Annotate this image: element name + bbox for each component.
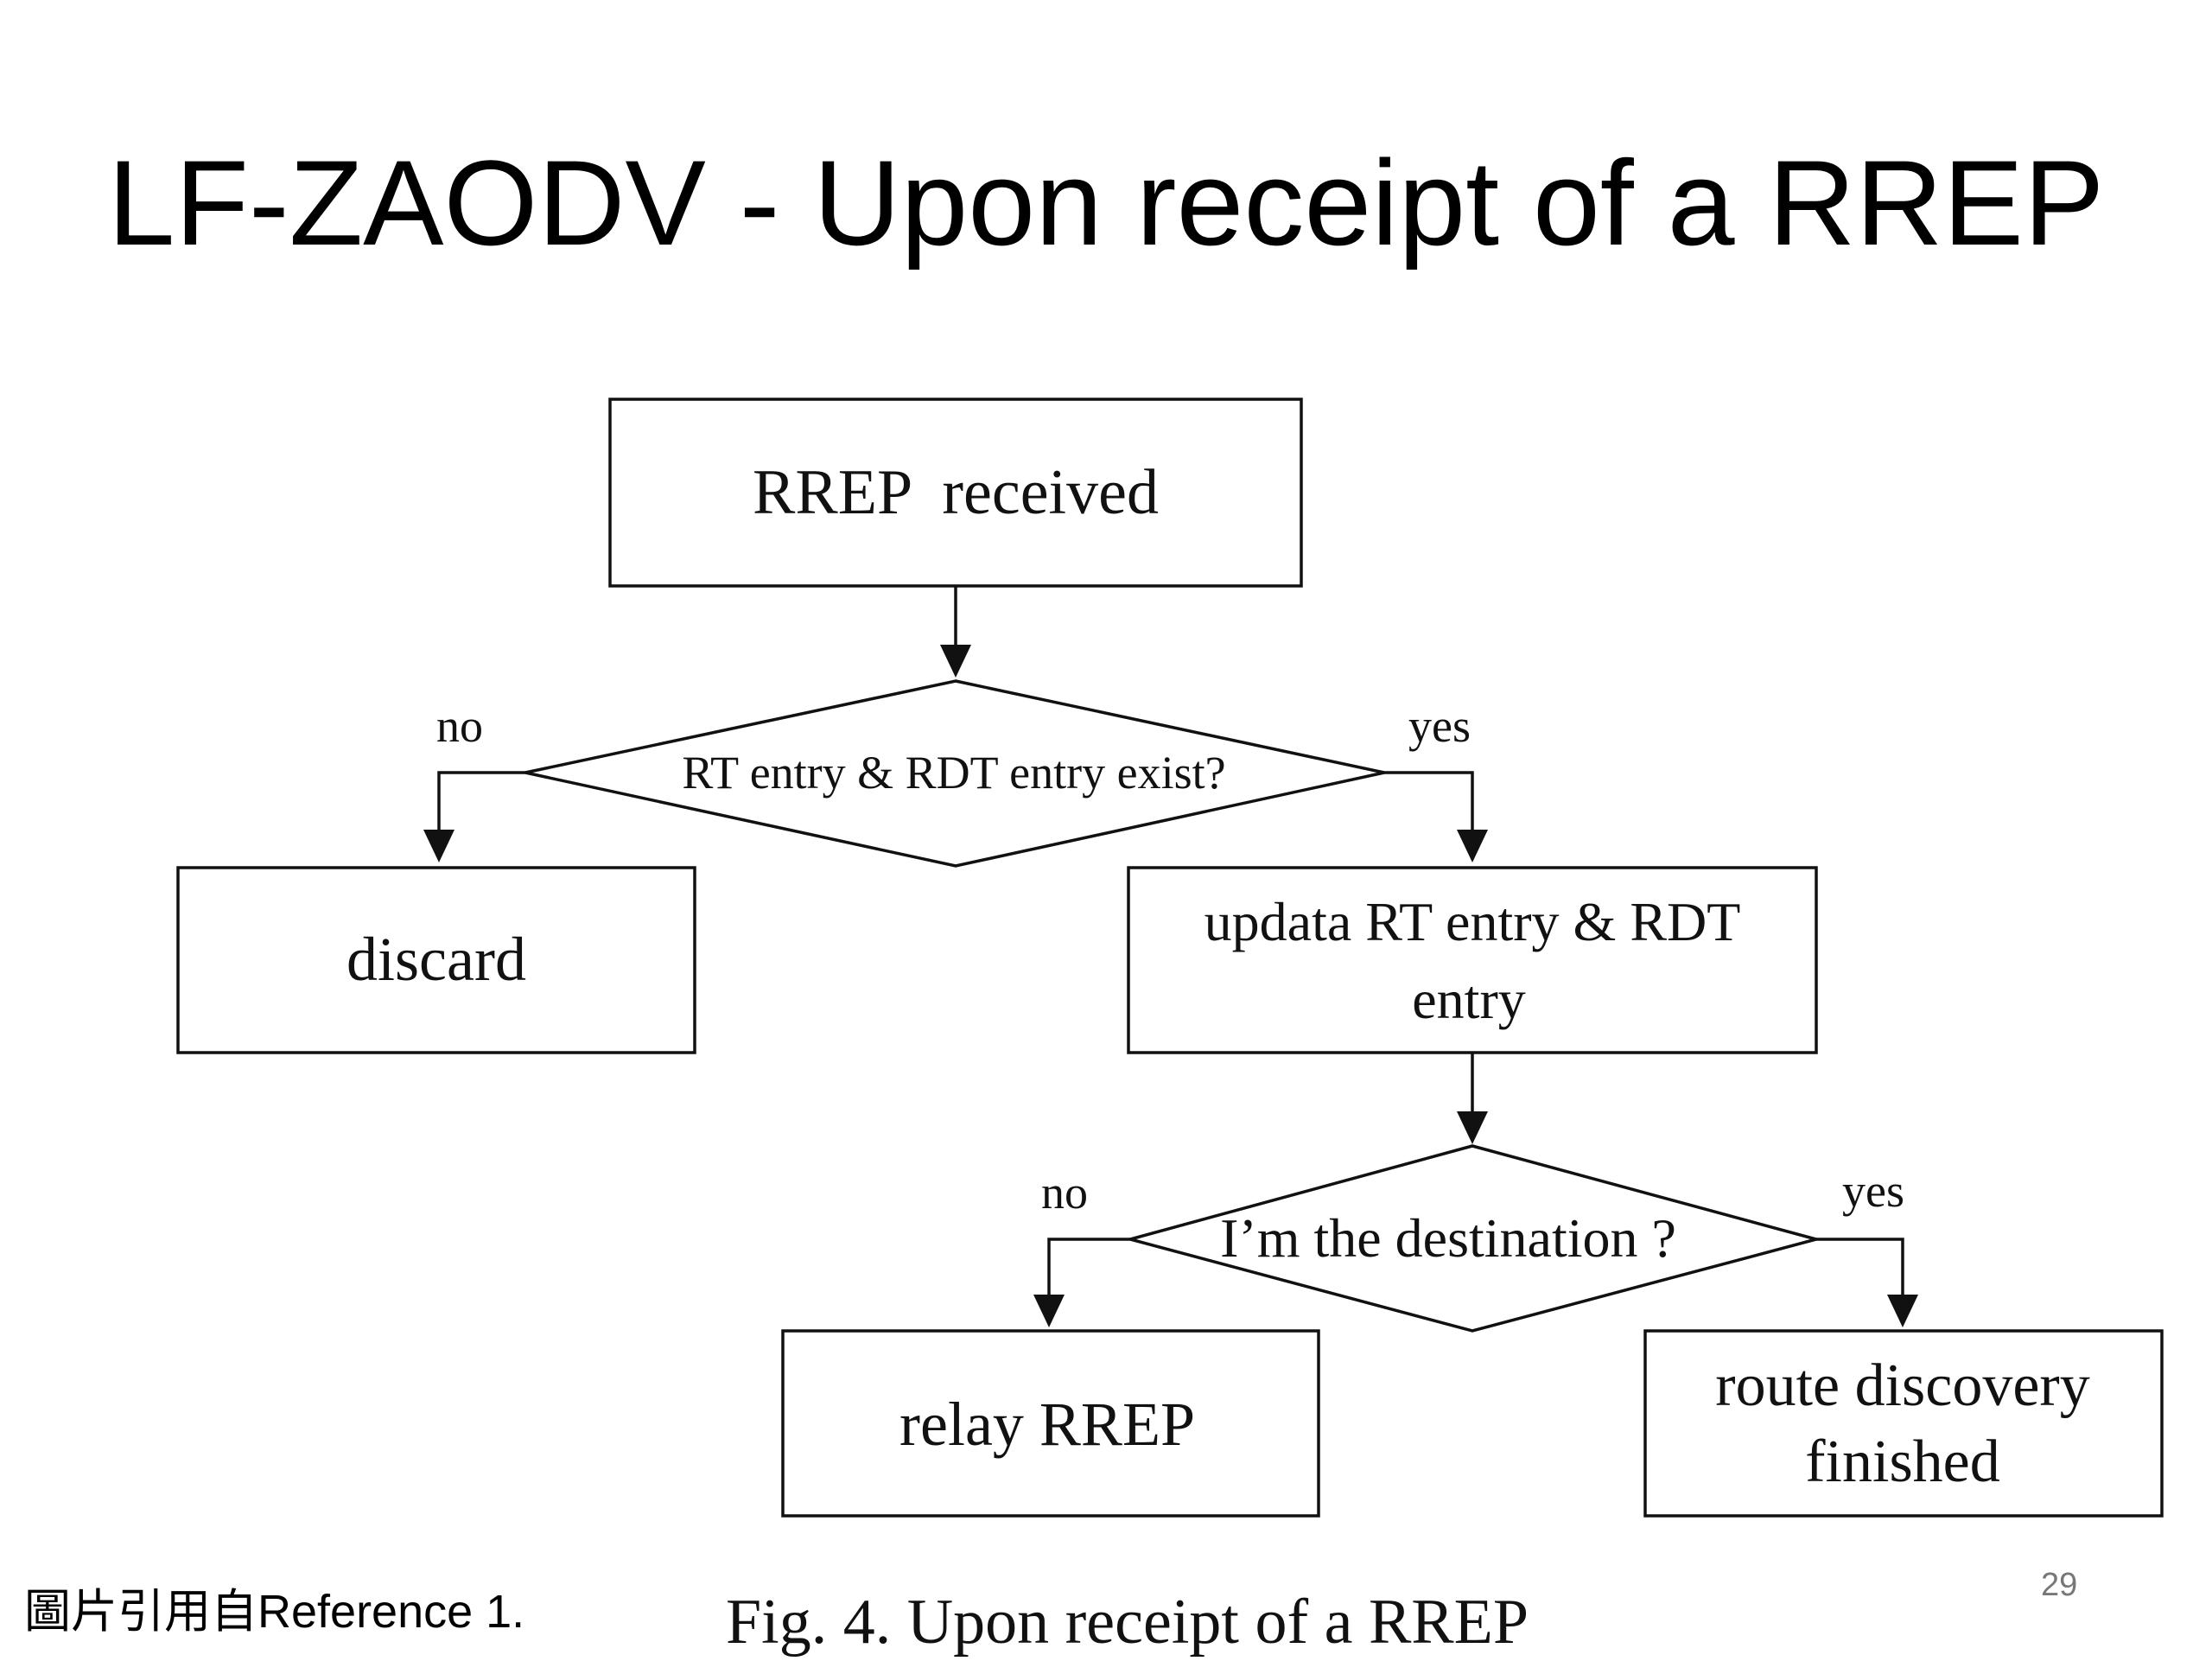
- slide-title: LF-ZAODV - Upon receipt of a RREP: [107, 135, 2105, 270]
- arrowhead: [1457, 830, 1488, 862]
- node-rrep-received-label: RREP received: [753, 457, 1159, 528]
- node-discard: discard: [176, 866, 696, 1054]
- edge-exist-to-update: yes: [1384, 700, 1488, 862]
- edge-label-exist-no: no: [436, 700, 483, 752]
- node-update-entries-label-line1: updata RT entry & RDT: [1205, 891, 1741, 952]
- node-is-destination: I’m the destination ?: [1124, 1144, 1822, 1333]
- edge-label-dest-no: no: [1041, 1167, 1088, 1219]
- edge-destination-to-relay: no: [1033, 1167, 1130, 1327]
- node-route-finished-label-line2: finished: [1805, 1429, 2000, 1495]
- node-rt-rdt-exist-label: RT entry & RDT entry exist?: [682, 747, 1225, 799]
- node-rrep-received: RREP received: [608, 398, 1303, 588]
- arrowhead: [940, 645, 971, 678]
- edge-label-exist-yes: yes: [1408, 700, 1471, 752]
- arrowhead: [1457, 1111, 1488, 1144]
- node-discard-label: discard: [346, 925, 526, 994]
- arrowhead: [423, 830, 454, 862]
- node-route-finished: route discovery finished: [1643, 1329, 2164, 1518]
- node-relay-rrep: relay RREP: [781, 1329, 1320, 1518]
- edge-destination-to-finished: yes: [1816, 1165, 1918, 1327]
- node-update-entries: updata RT entry & RDT entry: [1127, 866, 1818, 1054]
- node-update-entries-label-line2: entry: [1412, 969, 1526, 1030]
- page-number: 29: [2041, 1567, 2078, 1603]
- figure-caption: Fig. 4. Upon receipt of a RREP: [726, 1587, 1529, 1658]
- edge-label-dest-yes: yes: [1842, 1165, 1904, 1217]
- source-note: 圖片引用自Reference 1.: [24, 1586, 525, 1638]
- node-rt-rdt-exist: RT entry & RDT entry exist?: [524, 679, 1385, 868]
- edge-received-to-exist: [940, 586, 971, 678]
- node-is-destination-label: I’m the destination ?: [1220, 1207, 1676, 1269]
- arrowhead: [1033, 1295, 1065, 1327]
- node-relay-rrep-label: relay RREP: [899, 1390, 1195, 1459]
- edge-update-to-destination: [1457, 1053, 1488, 1144]
- node-route-finished-label-line1: route discovery: [1715, 1352, 2089, 1419]
- arrowhead: [1887, 1295, 1918, 1327]
- edge-exist-to-discard: no: [423, 700, 525, 862]
